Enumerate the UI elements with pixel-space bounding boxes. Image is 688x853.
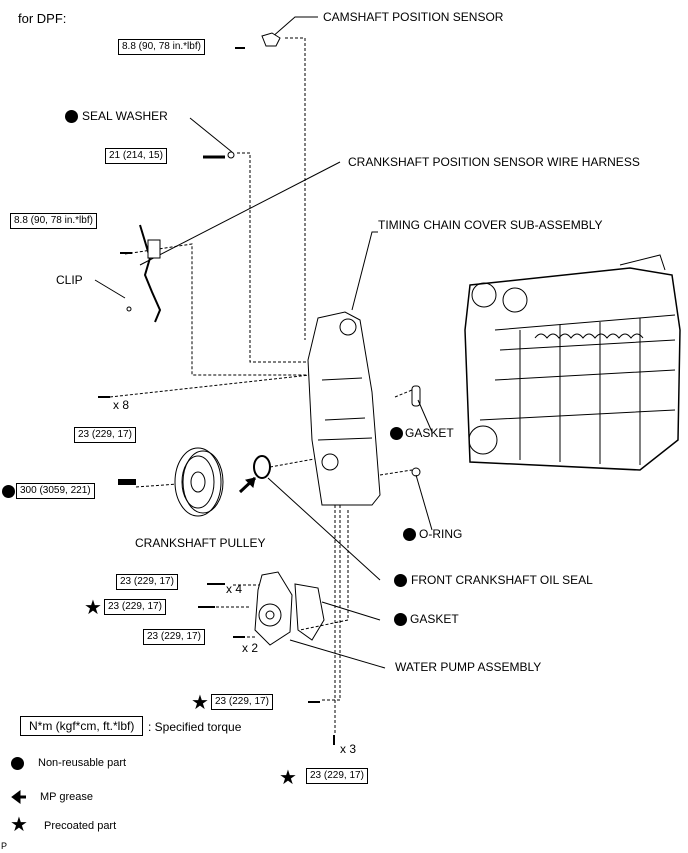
oring-dash-line: [379, 469, 413, 476]
label-gasket-water-pump: GASKET: [410, 612, 459, 626]
engine-assembly-illustration: [464, 254, 681, 471]
gasket-dash-line: [394, 389, 413, 398]
legend-precoated-star: ★: [10, 814, 28, 836]
label-o-ring: O-RING: [419, 527, 463, 541]
legend-mp-grease: MP grease: [40, 791, 93, 803]
torque-water-pump-lower: 23 (229, 17): [143, 629, 205, 645]
legend-non-reusable: Non-reusable part: [38, 757, 127, 769]
label-water-pump-assembly: WATER PUMP ASSEMBLY: [395, 660, 542, 674]
torque-bottom-bolt: 23 (229, 17): [211, 694, 273, 710]
multiplier-x4: x 4: [226, 582, 243, 596]
legend-torque-desc: : Specified torque: [148, 720, 242, 734]
torque-camshaft-sensor: 8.8 (90, 78 in.*lbf): [118, 39, 205, 55]
multiplier-x3: x 3: [340, 742, 357, 756]
precoated-star: ★: [279, 767, 297, 789]
multiplier-x8: x 8: [113, 398, 130, 412]
torque-seal-washer-bolt: 21 (214, 15): [105, 148, 167, 164]
label-timing-chain-cover: TIMING CHAIN COVER SUB-ASSEMBLY: [378, 218, 603, 232]
torque-water-pump-bolts: 23 (229, 17): [116, 574, 178, 590]
seal-washer-dash-line: [237, 152, 318, 363]
torque-crankshaft-pulley-bolt: 300 (3059, 221): [16, 483, 95, 499]
label-clip: CLIP: [56, 273, 83, 287]
crank-sensor-dash-line: [124, 243, 318, 376]
torque-crank-sensor: 8.8 (90, 78 in.*lbf): [10, 213, 97, 229]
legend-non-reusable-dot: [11, 757, 24, 770]
torque-bottom-x3-bolts: 23 (229, 17): [306, 768, 368, 784]
non-reusable-dot: [394, 613, 407, 626]
non-reusable-dot: [394, 574, 407, 587]
label-gasket: GASKET: [405, 426, 454, 440]
camshaft-sensor-dash-line: [285, 37, 306, 340]
non-reusable-dot: [65, 110, 78, 123]
oil-seal-dash-line: [269, 457, 321, 468]
pulley-dash-line: [135, 483, 179, 488]
label-crankshaft-pulley: CRANKSHAFT PULLEY: [135, 536, 266, 550]
label-camshaft-position-sensor: CAMSHAFT POSITION SENSOR: [323, 10, 504, 24]
torque-cover-bolts: 23 (229, 17): [74, 427, 136, 443]
legend-torque-box: N*m (kgf*cm, ft.*lbf): [20, 716, 144, 736]
torque-water-pump-stud: 23 (229, 17): [104, 599, 166, 615]
non-reusable-dot: [2, 485, 15, 498]
non-reusable-dot: [390, 427, 403, 440]
label-seal-washer: SEAL WASHER: [82, 109, 168, 123]
multiplier-x2: x 2: [242, 641, 259, 655]
bottom-bolt-dash-line: [320, 505, 341, 701]
label-front-crankshaft-oil-seal: FRONT CRANKSHAFT OIL SEAL: [411, 573, 593, 587]
label-crankshaft-position-sensor-wire-harness: CRANKSHAFT POSITION SENSOR WIRE HARNESS: [348, 155, 640, 169]
precoated-star: ★: [191, 692, 209, 714]
precoated-star: ★: [84, 597, 102, 619]
corner-code: P: [1, 841, 8, 851]
page-title: for DPF:: [18, 11, 67, 26]
x8-bolt-dash-line: [109, 374, 311, 398]
non-reusable-dot: [403, 528, 416, 541]
legend-precoated: Precoated part: [44, 820, 117, 832]
